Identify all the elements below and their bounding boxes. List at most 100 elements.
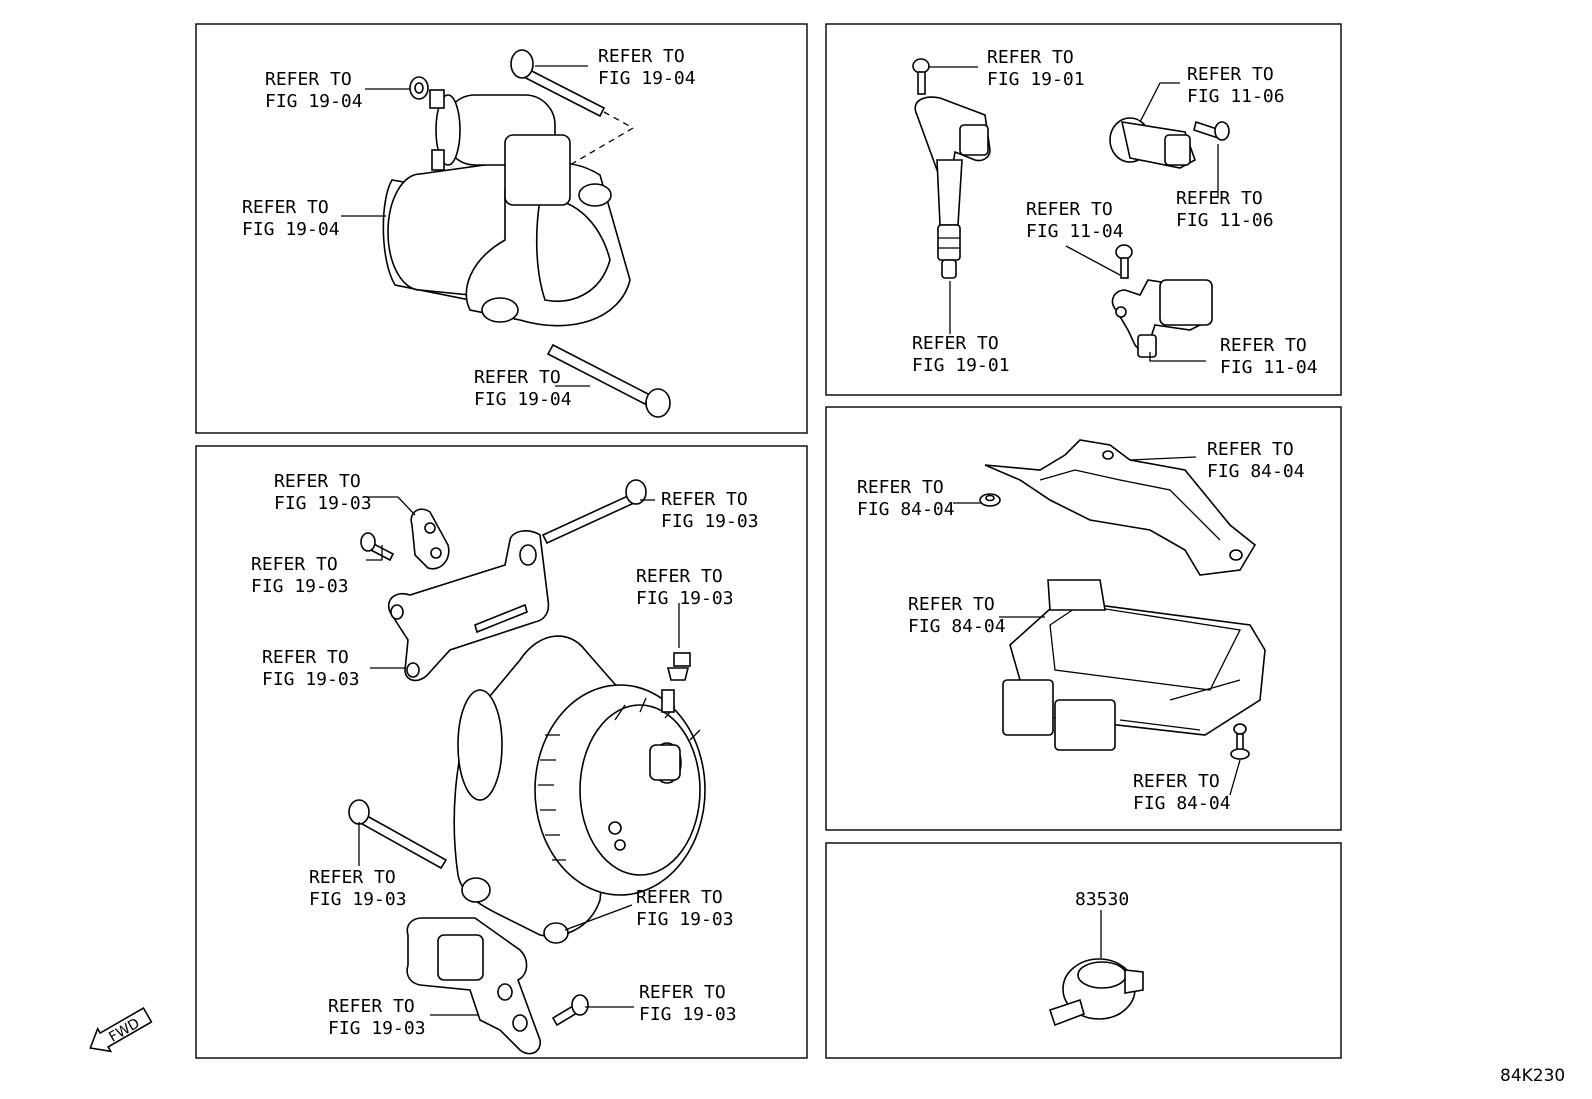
callout-cam-sensor-bolt: REFER TO FIG 11-04 <box>1026 199 1124 242</box>
panel-ecu <box>825 406 1342 831</box>
callout-lower-bracket-bolt: REFER TO FIG 19-03 <box>639 982 737 1025</box>
callout-ecu-bracket: REFER TO FIG 84-04 <box>1207 439 1305 482</box>
ignition-coil-drawing <box>914 96 991 279</box>
svg-text:FIG 11-04: FIG 11-04 <box>1220 357 1318 378</box>
starter-motor-drawing <box>382 89 631 327</box>
pressure-switch-drawing <box>1048 910 1144 1027</box>
svg-text:REFER TO: REFER TO <box>598 46 685 67</box>
callout-ecu-bolt: REFER TO FIG 84-04 <box>1133 771 1231 814</box>
svg-text:FIG 84-04: FIG 84-04 <box>857 499 955 520</box>
svg-text:FIG 19-04: FIG 19-04 <box>242 219 340 240</box>
svg-text:REFER TO: REFER TO <box>908 594 995 615</box>
svg-text:FIG 19-03: FIG 19-03 <box>639 1004 737 1025</box>
callout-crank-sensor-bolt: REFER TO FIG 11-06 <box>1176 188 1274 231</box>
part-number-label: 83530 <box>1075 889 1129 910</box>
callout-bracket-plate: REFER TO FIG 19-03 <box>274 471 372 514</box>
svg-text:REFER TO: REFER TO <box>636 566 723 587</box>
alternator-drawing <box>453 635 706 944</box>
svg-text:FIG 19-01: FIG 19-01 <box>987 69 1085 90</box>
svg-text:FIG 19-03: FIG 19-03 <box>274 493 372 514</box>
ecu-nut-drawing <box>979 493 1001 507</box>
callout-ecu-module: REFER TO FIG 84-04 <box>908 594 1006 637</box>
svg-text:FIG 11-06: FIG 11-06 <box>1176 210 1274 231</box>
panel-starter <box>195 23 808 434</box>
svg-text:FIG 19-04: FIG 19-04 <box>598 68 696 89</box>
svg-text:REFER TO: REFER TO <box>265 69 352 90</box>
svg-text:REFER TO: REFER TO <box>857 477 944 498</box>
svg-text:FIG 84-04: FIG 84-04 <box>1207 461 1305 482</box>
alt-bolt-long-bottom-drawing <box>348 799 448 870</box>
callout-alt-bolt-long-bottom: REFER TO FIG 19-03 <box>309 867 407 910</box>
callout-starter-bolt-bottom: REFER TO FIG 19-04 <box>474 367 572 410</box>
svg-text:REFER TO: REFER TO <box>1207 439 1294 460</box>
svg-text:REFER TO: REFER TO <box>328 996 415 1017</box>
svg-text:FIG 84-04: FIG 84-04 <box>908 616 1006 637</box>
svg-text:REFER TO: REFER TO <box>636 887 723 908</box>
svg-text:REFER TO: REFER TO <box>1026 199 1113 220</box>
svg-text:FIG 19-01: FIG 19-01 <box>912 355 1010 376</box>
callout-alt-lower-mount: REFER TO FIG 19-03 <box>636 887 734 930</box>
lower-bracket-bolt-drawing <box>551 994 589 1027</box>
svg-text:REFER TO: REFER TO <box>912 333 999 354</box>
crank-sensor-drawing <box>1109 117 1196 169</box>
svg-text:FIG 11-06: FIG 11-06 <box>1187 86 1285 107</box>
crank-sensor-bolt-drawing <box>1193 120 1230 141</box>
callout-alt-bolt-long-top: REFER TO FIG 19-03 <box>661 489 759 532</box>
callout-starter-body: REFER TO FIG 19-04 <box>242 197 340 240</box>
svg-text:REFER TO: REFER TO <box>309 867 396 888</box>
ecu-bolt-drawing <box>1230 723 1250 760</box>
alternator-bracket-drawing <box>388 530 550 682</box>
svg-text:REFER TO: REFER TO <box>639 982 726 1003</box>
svg-text:FIG 19-03: FIG 19-03 <box>309 889 407 910</box>
svg-text:REFER TO: REFER TO <box>474 367 561 388</box>
svg-text:FIG 11-04: FIG 11-04 <box>1026 221 1124 242</box>
svg-text:REFER TO: REFER TO <box>242 197 329 218</box>
alt-bolt-long-top-drawing <box>541 479 647 545</box>
ecu-module-drawing <box>1002 579 1266 751</box>
terminal-nut-drawing <box>666 652 691 681</box>
panel-ignition-sensors <box>825 23 1342 396</box>
svg-text:FIG 19-03: FIG 19-03 <box>636 909 734 930</box>
svg-text:FIG 19-03: FIG 19-03 <box>328 1018 426 1039</box>
svg-text:FIG 19-03: FIG 19-03 <box>251 576 349 597</box>
svg-text:REFER TO: REFER TO <box>1176 188 1263 209</box>
svg-text:REFER TO: REFER TO <box>1187 64 1274 85</box>
svg-text:FIG 19-03: FIG 19-03 <box>661 511 759 532</box>
svg-text:FIG 19-04: FIG 19-04 <box>474 389 572 410</box>
panel-pressure-switch <box>825 842 1342 1059</box>
cam-sensor-drawing <box>1111 279 1213 358</box>
bracket-bolt-small-drawing <box>360 532 395 562</box>
starter-bolt-top-drawing <box>510 49 634 166</box>
svg-text:REFER TO: REFER TO <box>661 489 748 510</box>
svg-text:REFER TO: REFER TO <box>1220 335 1307 356</box>
bracket-plate-drawing <box>410 508 450 570</box>
svg-text:REFER TO: REFER TO <box>262 647 349 668</box>
callout-lower-bracket: REFER TO FIG 19-03 <box>328 996 426 1039</box>
callout-alt-bracket: REFER TO FIG 19-03 <box>262 647 360 690</box>
callout-ecu-nut: REFER TO FIG 84-04 <box>857 477 955 520</box>
svg-text:FIG 19-03: FIG 19-03 <box>636 588 734 609</box>
coil-bolt-drawing <box>912 58 930 95</box>
svg-text:FIG 84-04: FIG 84-04 <box>1133 793 1231 814</box>
svg-text:FIG 19-03: FIG 19-03 <box>262 669 360 690</box>
svg-text:REFER TO: REFER TO <box>987 47 1074 68</box>
callout-terminal-nut: REFER TO FIG 19-03 <box>636 566 734 609</box>
svg-text:REFER TO: REFER TO <box>1133 771 1220 792</box>
lower-bracket-drawing <box>406 917 541 1055</box>
panel-alternator <box>195 445 808 1059</box>
callout-crank-sensor: REFER TO FIG 11-06 <box>1187 64 1285 107</box>
callout-starter-nut: REFER TO FIG 19-04 <box>265 69 363 112</box>
svg-text:REFER TO: REFER TO <box>251 554 338 575</box>
figure-code: 84K230 <box>1500 1066 1565 1086</box>
callout-bracket-bolt-small: REFER TO FIG 19-03 <box>251 554 349 597</box>
callout-coil-body: REFER TO FIG 19-01 <box>912 333 1010 376</box>
starter-nut-drawing <box>409 76 429 100</box>
callout-coil-bolt: REFER TO FIG 19-01 <box>987 47 1085 90</box>
fwd-arrow-icon: FWD <box>89 1006 153 1053</box>
callout-cam-sensor: REFER TO FIG 11-04 <box>1220 335 1318 378</box>
ecu-bracket-drawing <box>984 439 1257 576</box>
cam-sensor-bolt-drawing <box>1115 244 1133 279</box>
svg-text:REFER TO: REFER TO <box>274 471 361 492</box>
starter-bolt-bottom-drawing <box>546 343 671 418</box>
